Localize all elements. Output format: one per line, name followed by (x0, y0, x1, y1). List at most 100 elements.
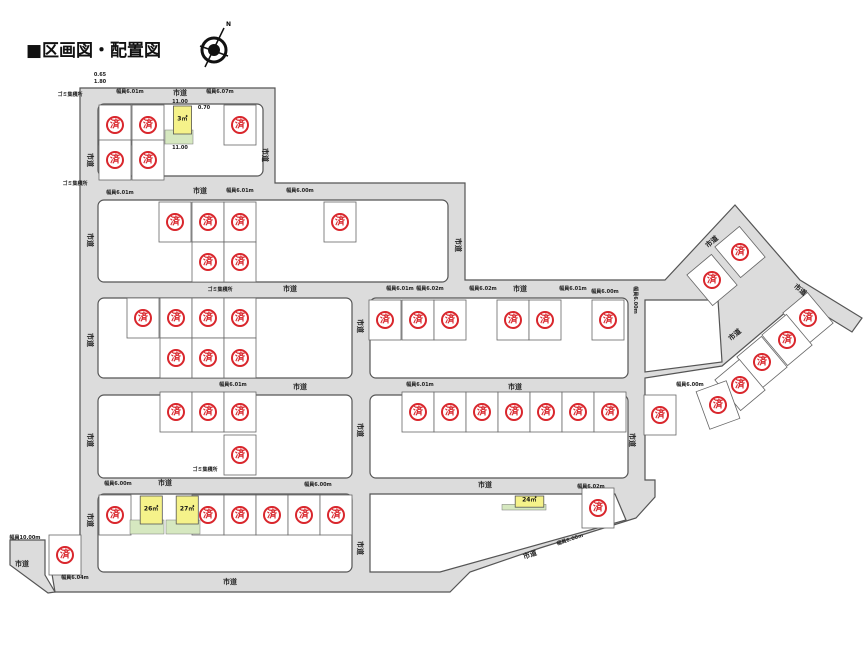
lot: 済 (686, 253, 738, 307)
sold-label: 済 (235, 311, 246, 324)
stamp-circle (376, 311, 394, 329)
sold-stamp: 済 (601, 403, 619, 421)
labels: 市道市道市道市道市道市道市道市道市道市道市道市道市道市道市道市道市道市道市道市道… (9, 72, 808, 586)
lot: 済 (191, 337, 225, 379)
dimension-label: 幅員6.01m (406, 381, 434, 388)
sold-stamp: 済 (295, 506, 313, 524)
dimension-label: 幅員6.07m (206, 88, 234, 95)
dimension-label: ゴミ集積所 (192, 466, 217, 473)
stamp-circle (731, 376, 749, 394)
stamp-circle (709, 396, 727, 414)
sold-label: 済 (203, 311, 214, 324)
stamp-circle (331, 213, 349, 231)
dimension-label: 幅員6.01m (226, 187, 254, 194)
lot: 済 (191, 297, 225, 339)
sold-label: 済 (540, 313, 551, 326)
lot-boundary (323, 201, 357, 243)
stamp-circle (327, 506, 345, 524)
stamp-circle (139, 151, 157, 169)
lot: 済 (433, 391, 467, 433)
stamp-circle (231, 213, 249, 231)
lot: 済 (223, 391, 257, 433)
house (175, 495, 199, 525)
stamp-circle (199, 506, 217, 524)
road-label: 市道 (356, 319, 365, 333)
lot: 済 (48, 534, 82, 576)
road-label: 市道 (513, 284, 527, 293)
dimension-label: ゴミ集積所 (207, 286, 232, 293)
lot: 済 (497, 391, 531, 433)
stamp-circle (295, 506, 313, 524)
sold-label: 済 (235, 118, 246, 131)
sold-stamp: 済 (709, 396, 727, 414)
lot: 済 (191, 391, 225, 433)
stamp-circle (231, 309, 249, 327)
lot: 済 (223, 297, 257, 339)
lot: 済 (561, 391, 595, 433)
house-plan: 27㎡ (165, 495, 201, 535)
dimension-label: 11.00 (172, 99, 188, 105)
sold-stamp: 済 (106, 116, 124, 134)
sold-stamp: 済 (441, 311, 459, 329)
sold-label: 済 (203, 405, 214, 418)
block (97, 199, 449, 283)
house-plan: 24㎡ (501, 495, 547, 511)
stamp-circle (703, 271, 721, 289)
sold-label: 済 (143, 118, 154, 131)
lot: 済 (223, 201, 257, 243)
lot: 済 (643, 394, 677, 436)
sold-label: 済 (413, 405, 424, 418)
stamp-circle (799, 309, 817, 327)
road-corner (9, 539, 56, 594)
lot: 済 (159, 297, 193, 339)
sold-stamp: 済 (589, 499, 607, 517)
lot: 済 (191, 201, 225, 243)
sold-label: 済 (380, 313, 391, 326)
lot: 済 (223, 337, 257, 379)
lot: 済 (591, 299, 625, 341)
house-plan: 26㎡ (129, 495, 165, 535)
dimension-label: 幅員6.01m (106, 189, 134, 196)
sold-stamp: 済 (139, 151, 157, 169)
road-label: 市道 (356, 423, 365, 437)
lot: 済 (98, 139, 132, 181)
house-area: 27㎡ (180, 505, 194, 513)
house (514, 495, 545, 508)
stamp-circle (199, 213, 217, 231)
sold-label: 済 (235, 405, 246, 418)
sold-label: 済 (235, 508, 246, 521)
road-label: 市道 (508, 382, 522, 391)
block (644, 299, 723, 373)
sold-stamp: 済 (231, 403, 249, 421)
sold-stamp: 済 (651, 406, 669, 424)
stamp-circle (441, 311, 459, 329)
sold-label: 済 (171, 405, 182, 418)
sold-stamp: 済 (56, 546, 74, 564)
sold-label: 済 (707, 273, 718, 286)
dimension-label: 幅員6.01m (219, 381, 247, 388)
stamp-circle (139, 116, 157, 134)
sold-stamp: 済 (409, 403, 427, 421)
sold-stamp: 済 (231, 116, 249, 134)
sold-stamp: 済 (199, 506, 217, 524)
sold-label: 済 (593, 501, 604, 514)
house-area: 3㎡ (177, 115, 187, 123)
house (139, 495, 163, 525)
sold-label: 済 (782, 333, 793, 346)
stamp-circle (409, 311, 427, 329)
dimension-label: 幅員6.00m (104, 480, 132, 487)
sold-stamp: 済 (166, 213, 184, 231)
stamp-circle (106, 506, 124, 524)
stamp-circle (231, 446, 249, 464)
sold-stamp: 済 (753, 353, 771, 371)
stamp-circle (231, 506, 249, 524)
lot: 済 (593, 391, 627, 433)
sold-label: 済 (203, 351, 214, 364)
sold-label: 済 (143, 153, 154, 166)
sold-label: 済 (203, 255, 214, 268)
dimension-label: 幅員6.00m (304, 481, 332, 488)
sold-label: 済 (110, 118, 121, 131)
sold-label: 済 (445, 405, 456, 418)
stamp-circle (473, 403, 491, 421)
stamp-circle (167, 403, 185, 421)
